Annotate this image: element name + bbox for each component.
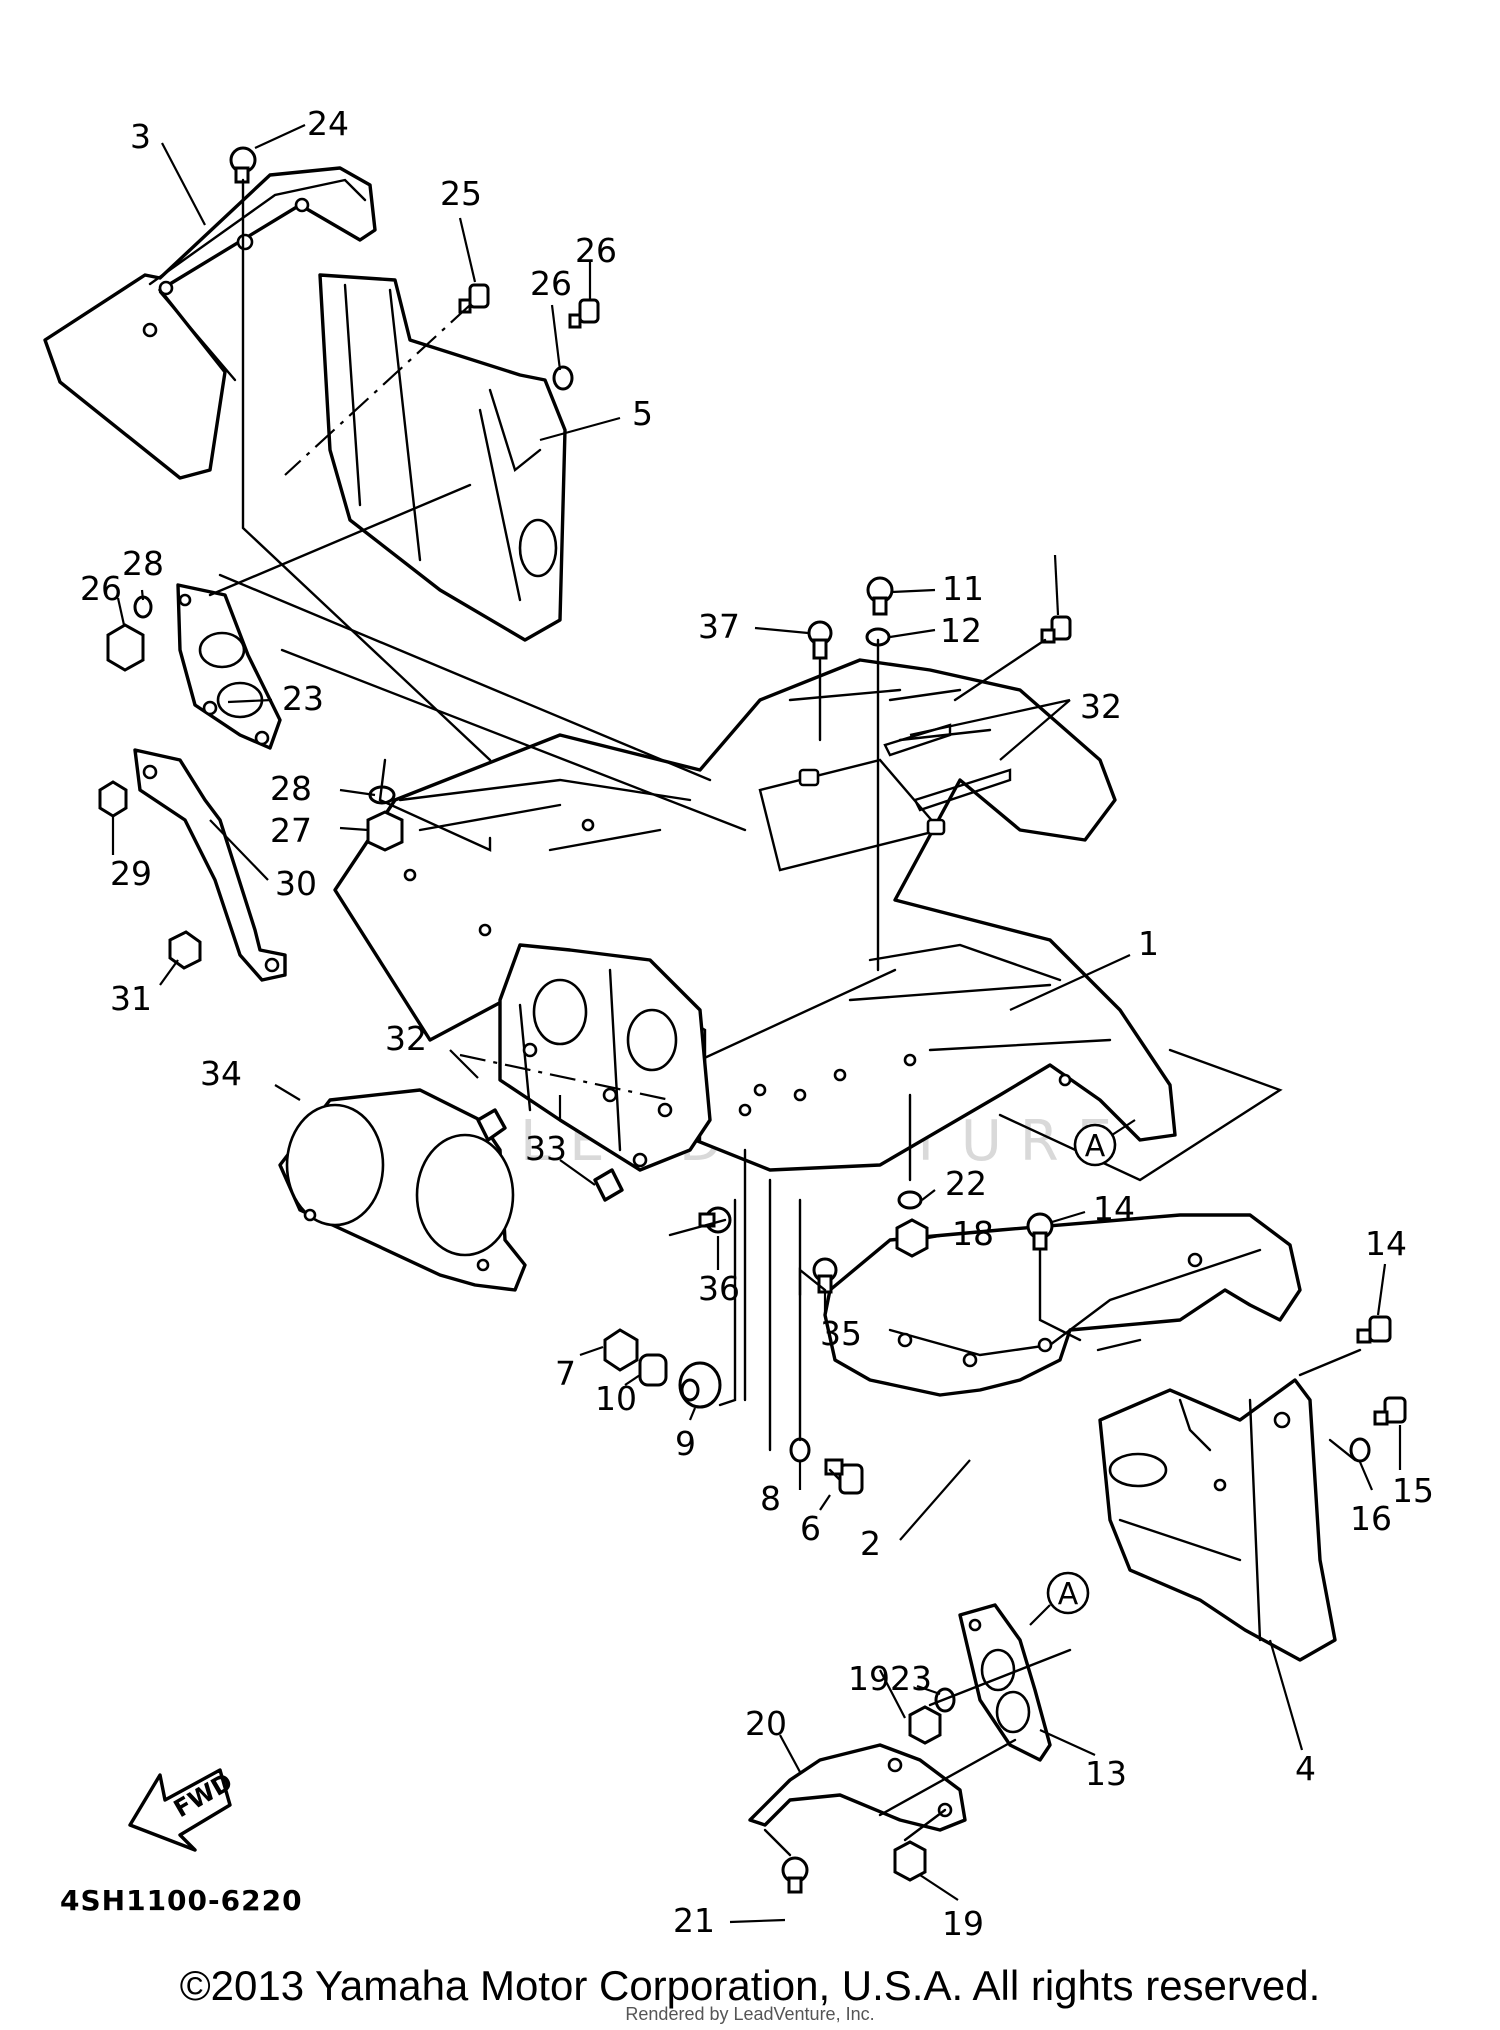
callout-19-lower: 23 [890,1659,932,1698]
nut-26b-icon [366,810,404,852]
bolt-15-icon [1373,1396,1407,1426]
nut-17b-icon [908,1705,942,1745]
part-20-stay [748,1743,967,1832]
callout-26-mid: 27 [270,811,312,850]
part-13-plate [958,1603,1052,1762]
nut-17-icon [895,1218,929,1258]
washer-19-icon [897,1190,923,1210]
part-32-clip-upper [476,1108,507,1142]
callout-13: 13 [1085,1754,1127,1793]
callout-31: 32 [1080,687,1122,726]
rendered-by-credit: Rendered by LeadVenture, Inc. [625,2004,875,2024]
callout-27: 29 [110,854,152,893]
bolt-23-icon [458,283,490,314]
callout-32-upper: 32 [385,1019,427,1058]
callout-25: 26 [530,264,572,303]
washer-8-icon [789,1437,811,1463]
part-code: 4SH1100-6220 [60,1884,303,1917]
bolt-6-icon [824,1458,864,1495]
bolt-34-icon [812,1257,838,1294]
bolt-11-icon [866,576,894,616]
callout-17-upper: 18 [952,1214,994,1253]
callout-8: 8 [760,1479,781,1518]
bolt-23-top-icon [229,146,257,184]
nut-30-icon [168,930,202,970]
callout-7: 7 [555,1354,576,1393]
callout-14-upper: 14 [1093,1189,1135,1228]
copyright-notice: ©2013 Yamaha Motor Corporation, U.S.A. A… [179,1962,1321,2009]
collar-10-icon [638,1353,668,1387]
callout-26-left: 26 [80,569,122,608]
callout-15: 15 [1392,1471,1434,1510]
callout-12: 12 [940,611,982,650]
bolt-24-icon [568,298,600,329]
callout-33: 34 [200,1054,242,1093]
reference-marker-a-lower: A [1029,1571,1090,1626]
nut-18-icon [893,1840,927,1882]
nut-7-icon [603,1328,639,1372]
reference-marker-a-upper: A [1073,1119,1136,1167]
callout-24: 26 [575,231,617,270]
callout-labels: 3 24 25 26 26 5 28 26 23 28 27 29 30 31 … [80,104,1434,1943]
bolt-14-icon [1026,1212,1054,1251]
callout-35: 36 [698,1269,740,1308]
callout-16: 16 [1350,1499,1392,1538]
bolt-37-icon [1040,615,1072,644]
nut-27-icon [98,780,128,818]
assembly-lines [208,178,1362,1857]
part-1-rear-fender [333,658,1177,1172]
callout-29: 30 [275,864,317,903]
part-4-mud-guard [1098,1378,1337,1662]
part-29-stay [133,748,287,982]
part-22-bracket [176,583,282,750]
svg-text:A: A [1058,1577,1079,1612]
callout-1: 1 [1138,924,1159,963]
callout-21: 21 [673,1901,715,1940]
callout-3: 3 [130,117,151,156]
callout-6: 6 [800,1509,821,1548]
forward-direction-arrow: FWD [128,1768,237,1852]
callout-23: 25 [440,174,482,213]
callout-5: 5 [632,394,653,433]
callout-23-top: 24 [307,104,349,143]
callout-28-left: 28 [122,544,164,583]
bolt-21-icon [781,1856,809,1894]
svg-text:A: A [1085,1129,1106,1164]
grommet-9-icon [678,1361,722,1409]
part-33-light-cover [278,1088,527,1292]
callout-14-right: 14 [1365,1224,1407,1263]
nut-26-icon [106,623,145,672]
washer-16-icon [1349,1437,1371,1463]
part-2-front-fender [823,1213,1302,1397]
callout-4: 4 [1295,1749,1316,1788]
washer-25-icon [552,365,574,391]
callout-28-mid: 28 [270,769,312,808]
callout-10: 10 [595,1379,637,1418]
callout-11: 11 [942,569,984,608]
part-3-front-cover [43,166,377,480]
callout-30: 31 [110,979,152,1018]
callout-34: 35 [820,1314,862,1353]
callout-36: 37 [698,607,740,646]
part-32-clip-lower [593,1168,624,1202]
callout-leaders [111,124,1402,1924]
part-5-inner-panel [318,273,567,642]
callout-22: 23 [282,679,324,718]
center-insert [498,943,712,1172]
hardware-group [98,146,1407,1894]
callout-18: 19 [942,1904,984,1943]
callout-19-upper: 22 [945,1164,987,1203]
callout-2: 2 [860,1524,881,1563]
callout-20: 20 [745,1704,787,1743]
callout-32-lower: 33 [525,1129,567,1168]
callout-17-lower: 19 [848,1659,890,1698]
callout-9: 9 [675,1424,696,1463]
bolt-36-icon [807,620,833,660]
bolt-14b-icon [1356,1315,1392,1344]
